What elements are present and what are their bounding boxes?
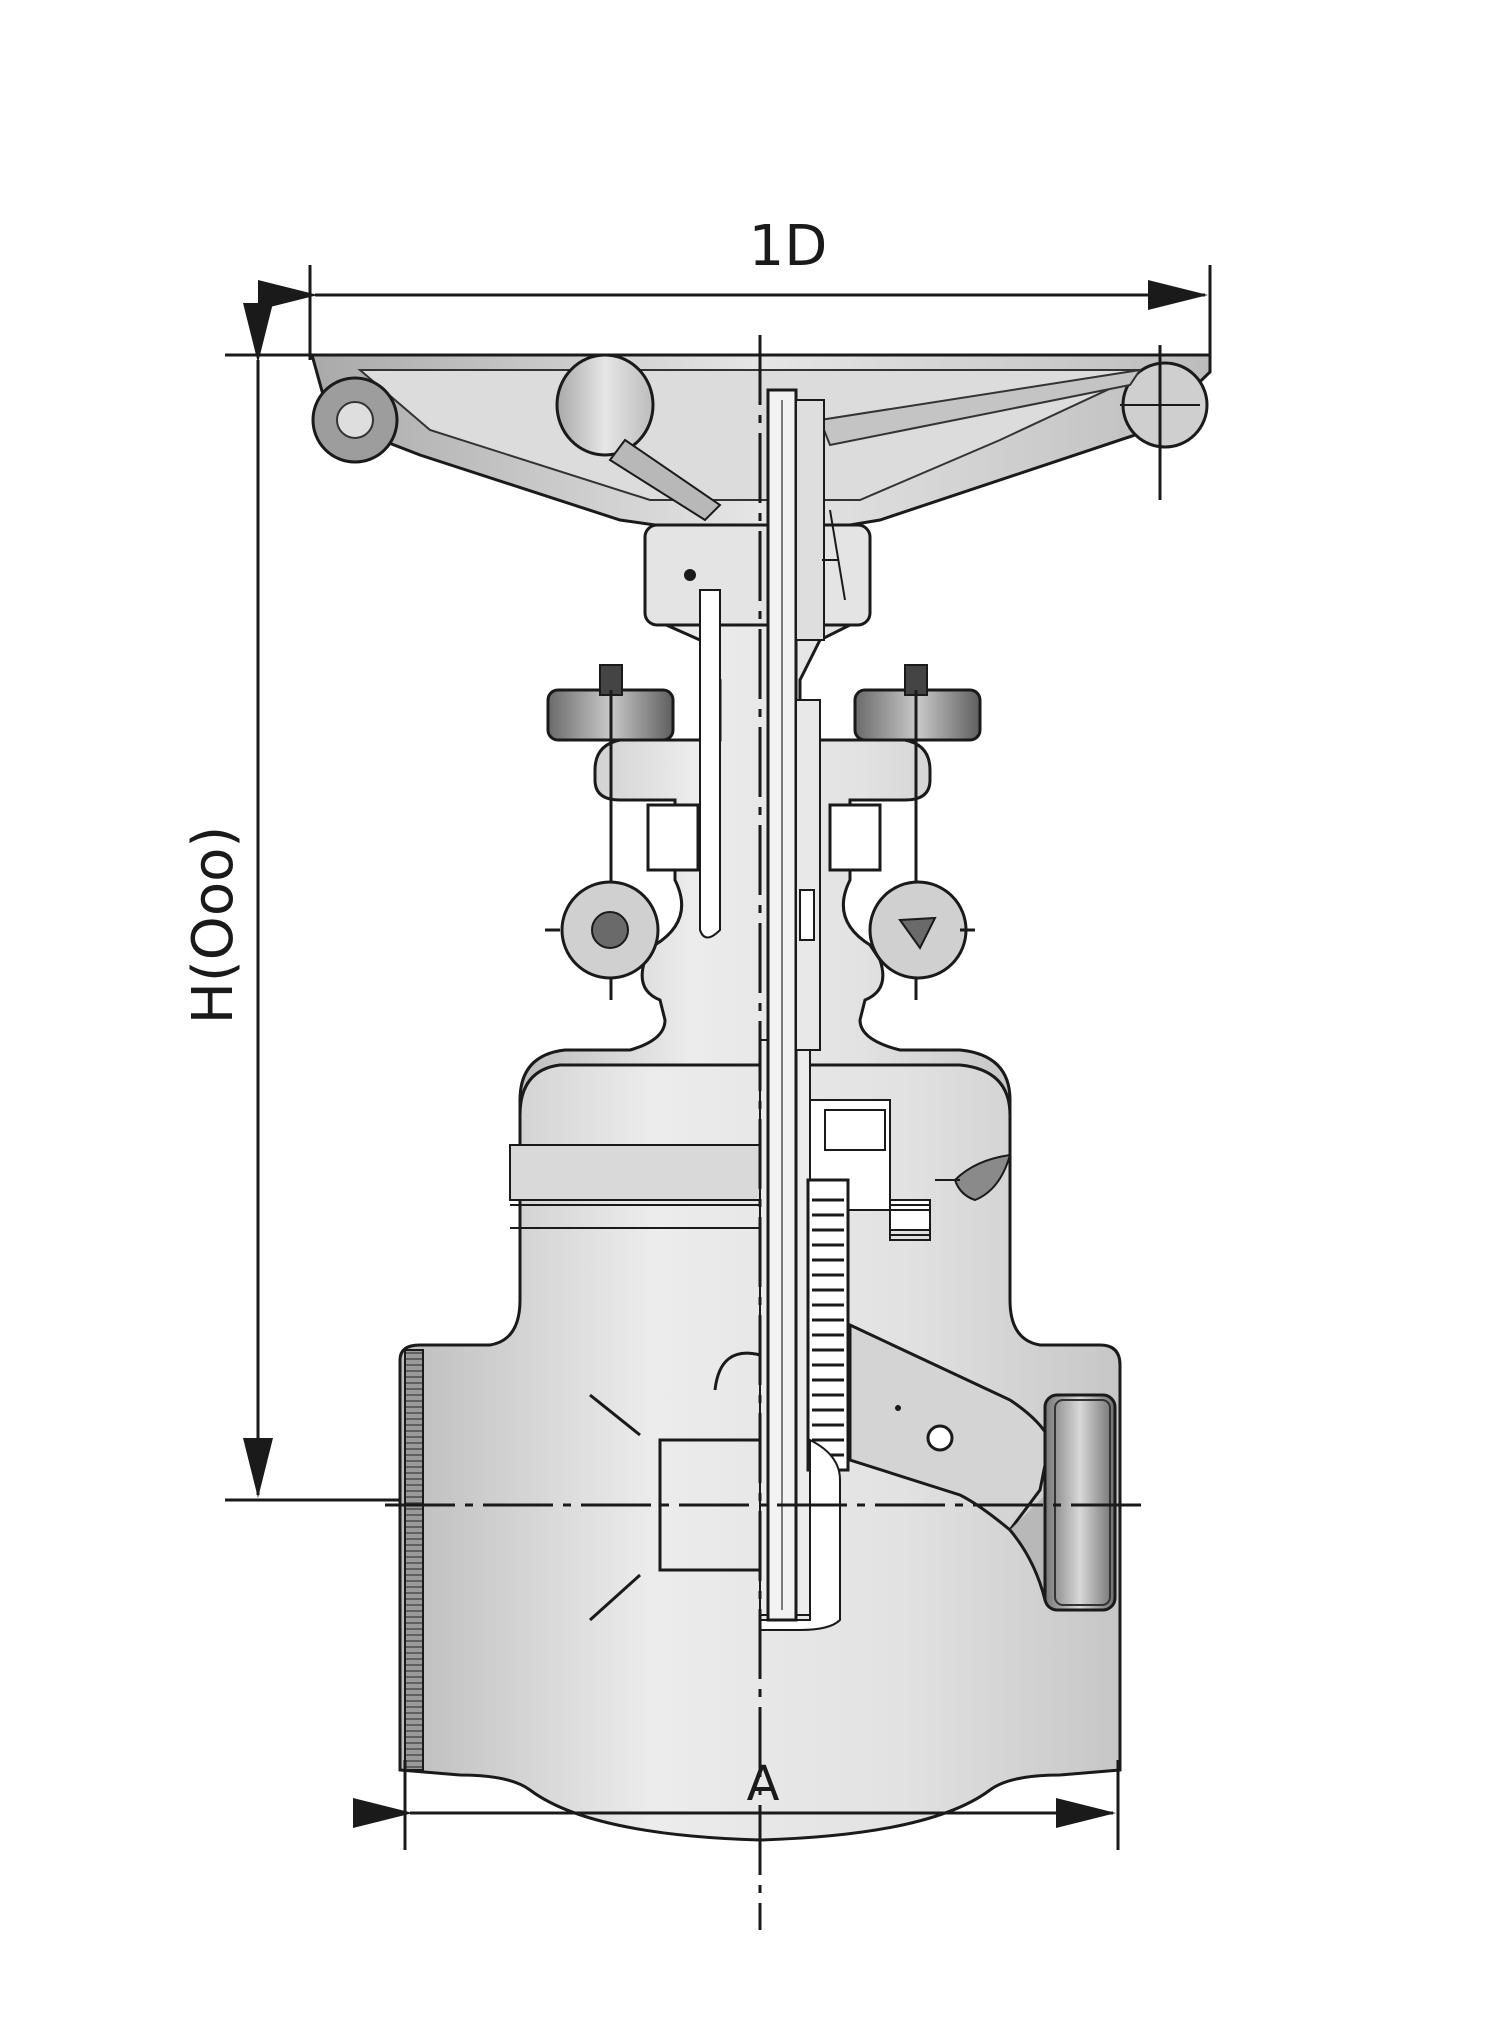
gland-spring — [806, 1178, 850, 1472]
yoke-window-left — [646, 803, 700, 872]
bonnet-bolt-left — [545, 664, 675, 1000]
inlet-socket-left — [404, 1349, 424, 1771]
dimension-bottom-length: A — [353, 1756, 1120, 1850]
bolt-eye-left-icon — [591, 911, 629, 949]
bonnet-bolt-right — [853, 664, 982, 1000]
bolt-eye-right-icon — [898, 916, 937, 950]
wheel-knob-icon — [555, 353, 655, 457]
centerlines — [385, 335, 1150, 1930]
height-label: H(Ooo) — [181, 826, 246, 1024]
bottom-length-label: A — [747, 1756, 780, 1812]
dimension-top-width: 1D — [258, 214, 1212, 360]
valve-stem — [766, 388, 846, 1622]
top-width-label: 1D — [749, 214, 828, 279]
yoke-window-right — [828, 803, 882, 872]
outlet-port-right — [1043, 1393, 1117, 1612]
handwheel — [310, 345, 1212, 527]
dimension-height: H(Ooo) — [181, 303, 400, 1502]
